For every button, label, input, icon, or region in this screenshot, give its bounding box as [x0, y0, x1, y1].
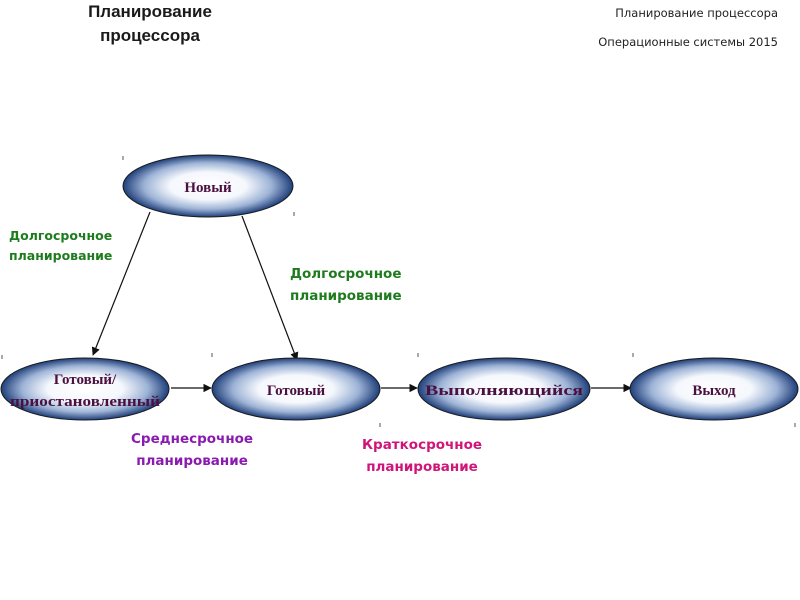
node-ready-suspended: Готовый/ приостановленный [0, 357, 170, 421]
label-long-term-right: Долгосрочное планирование [290, 263, 402, 307]
edge-new-to-ready [241, 215, 299, 361]
header-course: Операционные системы 2015 [598, 35, 778, 49]
node-running-label: Выполняющийся [425, 383, 583, 399]
node-exit-label: Выход [692, 383, 736, 399]
label-long-term-right-line2: планирование [290, 288, 402, 304]
label-long-term-right-line1: Долгосрочное [290, 266, 402, 282]
label-mid-term-line2: планирование [136, 453, 248, 469]
page-title: Планирование процессора [60, 0, 240, 48]
page-title-line2: процессора [100, 26, 200, 45]
node-ready-suspended-label-line2: приостановленный [10, 394, 160, 410]
label-mid-term: Среднесрочное планирование [131, 428, 253, 472]
node-ready-label: Готовый [267, 383, 326, 399]
header-topic: Планирование процессора [615, 6, 778, 20]
node-new-label: Новый [184, 180, 232, 196]
node-ready-suspended-label-line1: Готовый/ [54, 372, 117, 388]
label-long-term-left: Долгосрочное планирование [9, 226, 112, 266]
label-short-term-line1: Краткосрочное [362, 437, 483, 453]
node-running: Выполняющийся [417, 357, 591, 421]
label-long-term-left-line2: планирование [9, 248, 113, 263]
edge-new-to-ready-suspended [91, 211, 151, 356]
corner-ticks [1, 156, 796, 427]
label-short-term-line2: планирование [366, 459, 478, 475]
label-long-term-left-line1: Долгосрочное [9, 228, 113, 243]
node-exit: Выход [629, 357, 799, 421]
page-title-line1: Планирование [88, 2, 212, 21]
label-short-term: Краткосрочное планирование [362, 434, 482, 478]
label-mid-term-line1: Среднесрочное [131, 431, 254, 447]
node-new: Новый [122, 154, 294, 218]
node-ready: Готовый [211, 357, 381, 421]
